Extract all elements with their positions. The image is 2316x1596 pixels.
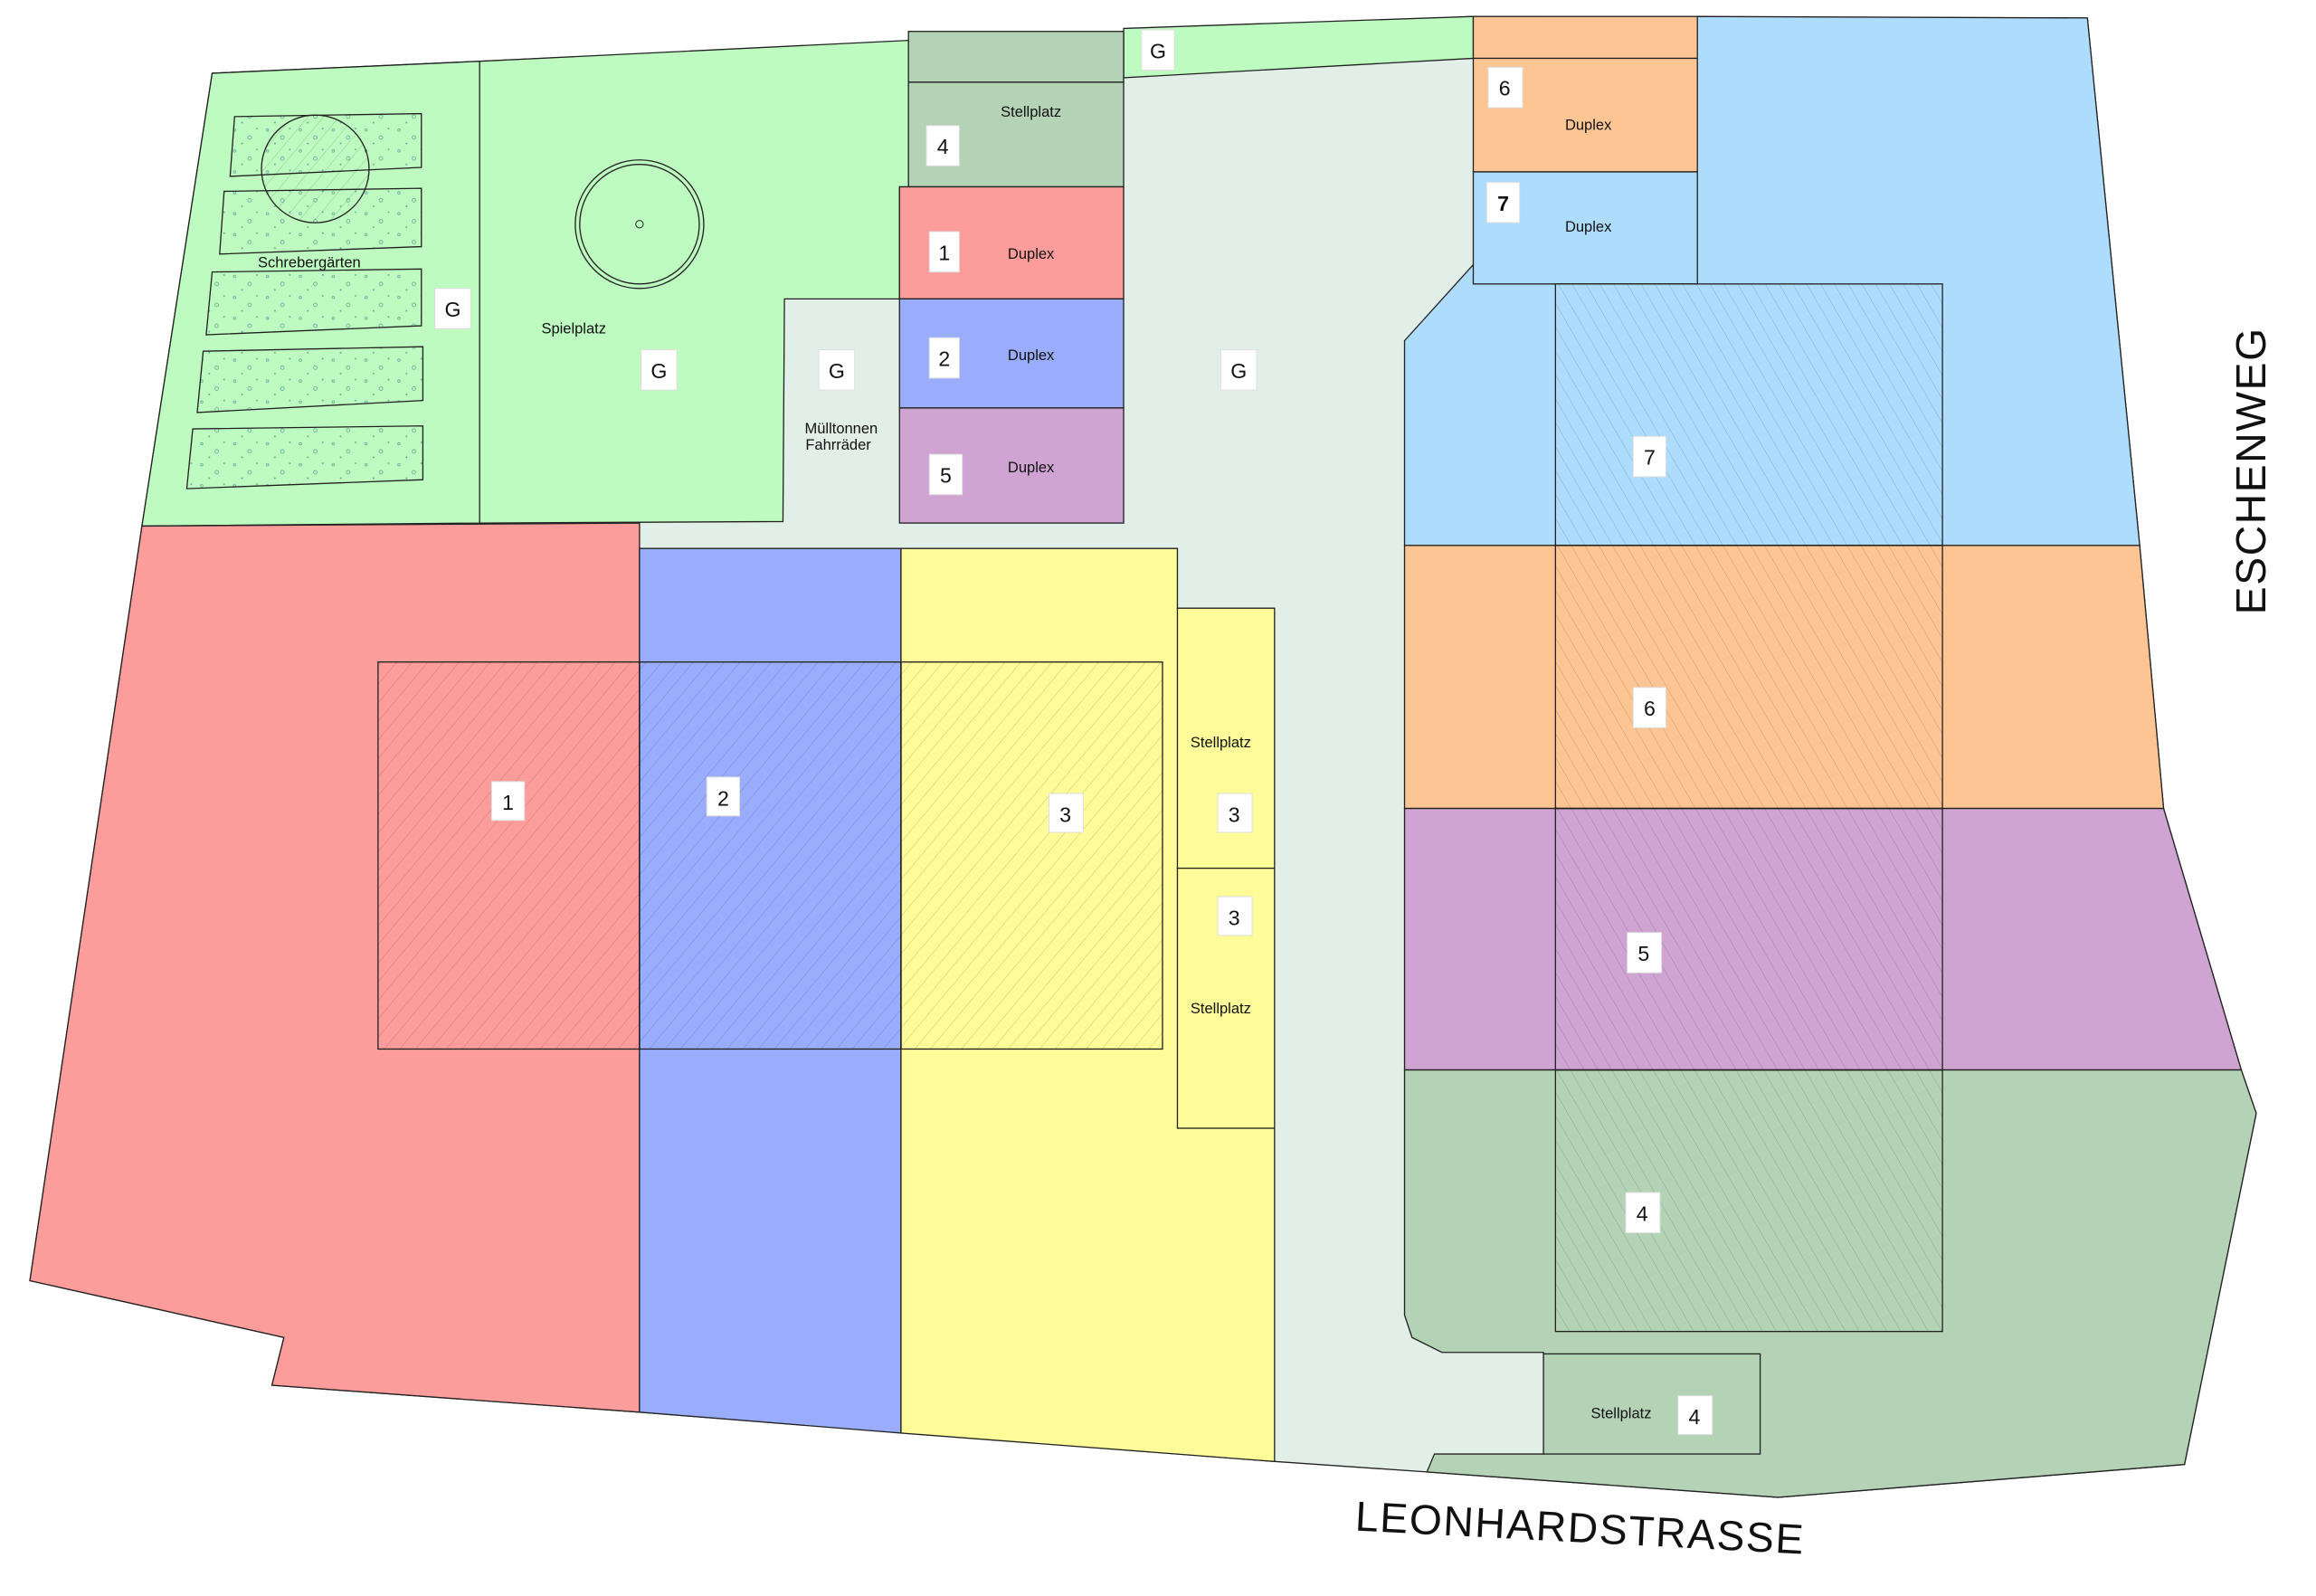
bikes-label: Fahrräder <box>805 437 871 453</box>
marker-3: 3 <box>1217 896 1253 936</box>
duplex-label: Duplex <box>1565 118 1612 134</box>
duplex-5 <box>898 407 1125 524</box>
svg-text:2: 2 <box>717 786 729 810</box>
svg-text:7: 7 <box>1497 192 1509 215</box>
garden-tree-icon <box>261 114 370 223</box>
marker-7: 7 <box>1632 435 1667 478</box>
marker-g: G <box>641 349 678 391</box>
building-2 <box>639 661 902 1050</box>
road-eschenweg: ESCHENWEG <box>2227 327 2274 614</box>
marker-6: 6 <box>1487 66 1523 109</box>
marker-1: 1 <box>928 231 960 273</box>
svg-text:3: 3 <box>1059 803 1071 826</box>
svg-text:G: G <box>1150 39 1166 62</box>
garden-beds <box>185 112 424 489</box>
parking-4-south <box>1542 1353 1761 1455</box>
marker-7: 7 <box>1485 182 1521 223</box>
marker-6: 6 <box>1632 687 1667 728</box>
svg-text:4: 4 <box>1637 1202 1648 1225</box>
svg-text:5: 5 <box>1637 942 1649 965</box>
marker-2: 2 <box>928 337 960 379</box>
svg-text:7: 7 <box>1644 446 1656 470</box>
svg-text:2: 2 <box>938 347 950 371</box>
building-7 <box>1554 283 1943 546</box>
marker-g: G <box>1220 349 1258 391</box>
svg-text:4: 4 <box>937 135 949 158</box>
svg-text:5: 5 <box>940 464 952 488</box>
svg-text:G: G <box>1230 359 1247 383</box>
svg-text:G: G <box>829 359 845 383</box>
marker-1: 1 <box>490 781 526 822</box>
parking-label: Stellplatz <box>1191 735 1251 751</box>
svg-text:6: 6 <box>1644 697 1656 720</box>
svg-text:G: G <box>444 298 460 321</box>
playground-circle-icon <box>574 159 705 290</box>
marker-4: 4 <box>1625 1192 1661 1234</box>
building-1 <box>377 661 641 1050</box>
building-4 <box>1554 1069 1943 1333</box>
svg-text:6: 6 <box>1499 77 1511 100</box>
duplex-label: Duplex <box>1008 460 1055 476</box>
gardens-label: Schrebergärten <box>258 255 361 271</box>
marker-3: 3 <box>1048 793 1084 833</box>
duplex-label: Duplex <box>1008 347 1055 364</box>
marker-4: 4 <box>925 125 960 166</box>
svg-text:4: 4 <box>1688 1405 1700 1429</box>
road-leonhardstrasse: LEONHARDSTRASSE <box>1354 1493 1807 1563</box>
duplex-label: Duplex <box>1008 246 1055 262</box>
building-6 <box>1554 545 1943 810</box>
svg-text:G: G <box>650 359 667 383</box>
svg-text:3: 3 <box>1229 803 1240 826</box>
svg-text:1: 1 <box>502 791 514 814</box>
bins-label: Mülltonnen <box>804 421 878 437</box>
parking-top <box>907 31 1125 83</box>
svg-text:1: 1 <box>938 241 950 264</box>
marker-2: 2 <box>706 776 741 817</box>
marker-5: 5 <box>928 453 963 496</box>
marker-4: 4 <box>1677 1395 1713 1436</box>
parking-label: Stellplatz <box>1191 1001 1251 1017</box>
marker-g: G <box>818 349 856 391</box>
svg-text:3: 3 <box>1229 906 1240 929</box>
marker-g: G <box>434 288 471 329</box>
parking-label: Stellplatz <box>1001 104 1061 120</box>
marker-5: 5 <box>1627 932 1663 974</box>
marker-g: G <box>1141 29 1175 71</box>
duplex-label: Duplex <box>1565 219 1612 235</box>
building-3 <box>900 661 1163 1050</box>
building-5 <box>1554 807 1943 1071</box>
marker-3: 3 <box>1217 793 1253 833</box>
parking-label: Stellplatz <box>1591 1405 1652 1421</box>
playground-label: Spielplatz <box>541 320 606 337</box>
